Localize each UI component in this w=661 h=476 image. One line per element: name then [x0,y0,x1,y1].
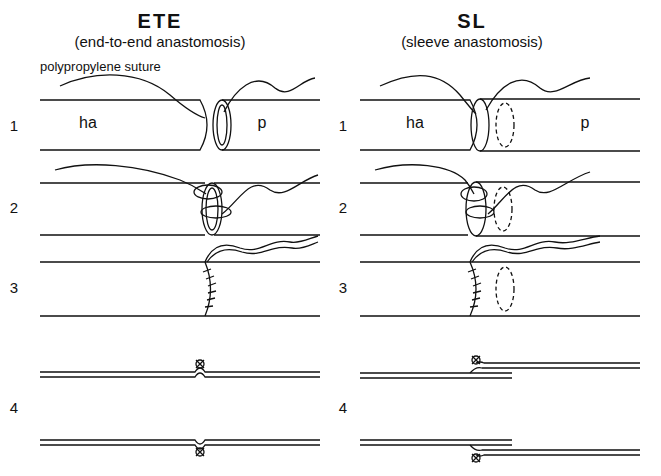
part-label: ha [79,114,97,132]
step-number: 2 [10,200,18,217]
sl-step-3 [360,236,640,316]
ete-step-1 [40,75,320,150]
step-number: 1 [339,118,347,135]
ete-step-4 [40,360,320,456]
sl-step-2 [360,165,640,236]
heading: SL [457,10,487,32]
step-number: 3 [339,280,347,297]
ete-step-2 [40,165,320,235]
suture-label: polypropylene suture [40,60,161,74]
subheading: (sleeve anastomosis) [401,34,543,51]
heading: ETE [138,10,183,32]
step-number: 2 [339,200,347,217]
step-number: 1 [10,118,18,135]
part-label: p [581,114,590,132]
sl-step-1 [360,76,640,151]
ete-step-3 [40,236,320,316]
step-number: 4 [339,400,347,417]
step-number: 3 [10,280,18,297]
subheading: (end-to-end anastomosis) [75,34,246,51]
part-label: p [258,114,267,132]
sl-step-4 [360,356,640,462]
part-label: ha [406,114,424,132]
step-number: 4 [10,400,18,417]
